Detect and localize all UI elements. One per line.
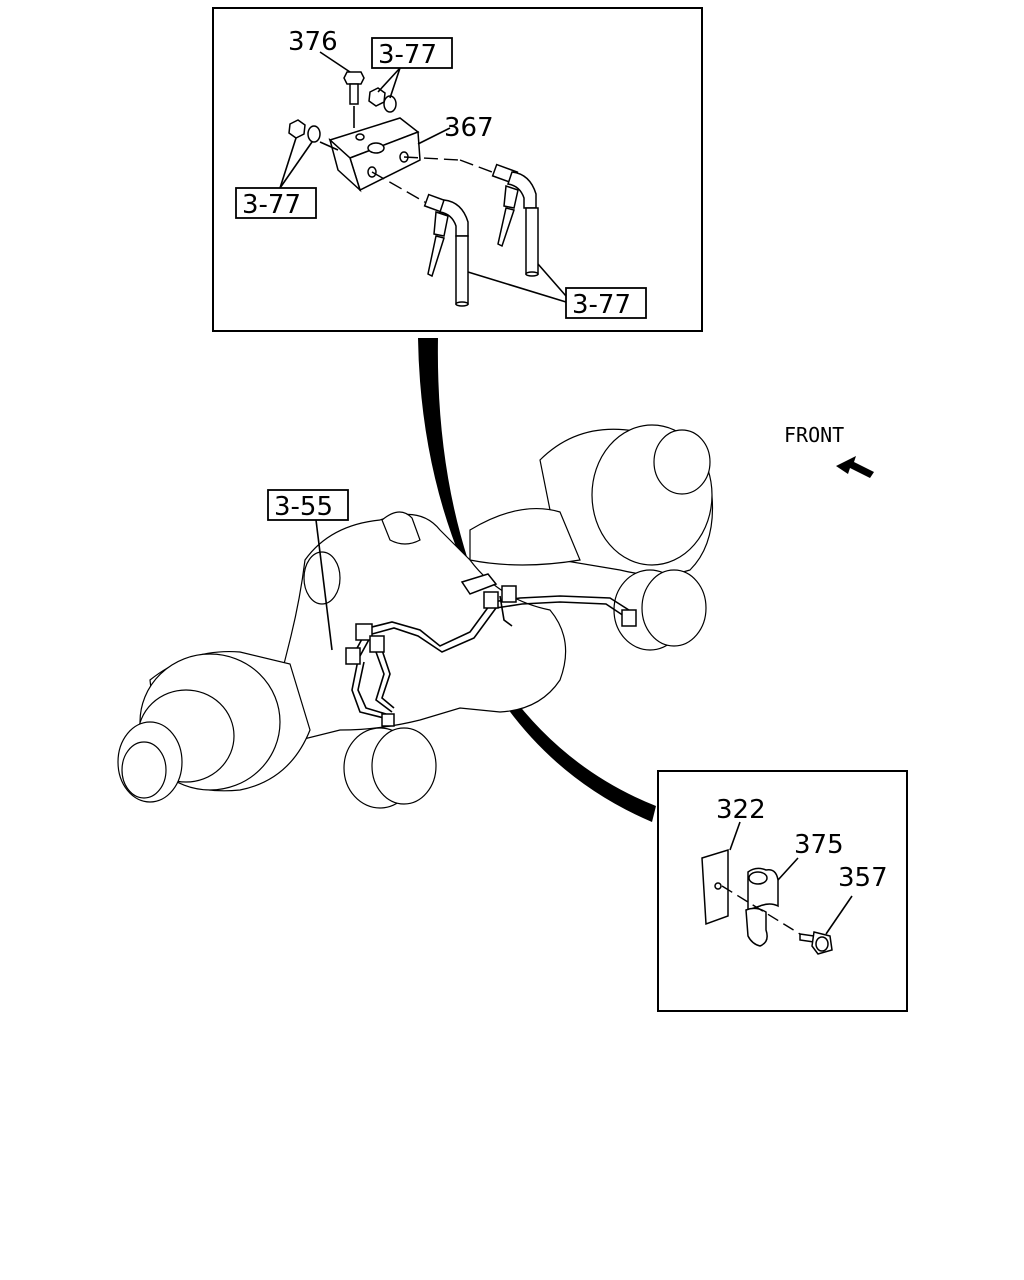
callout-curve-top — [418, 338, 468, 562]
ref-3-77-upper: 3-77 — [378, 40, 437, 70]
axle-assembly — [117, 424, 714, 809]
ref-3-55: 3-55 — [274, 492, 333, 522]
front-label: FRONT — [784, 423, 844, 447]
ref-3-77-bottom: 3-77 — [572, 290, 631, 320]
ref-box-3-55 — [267, 489, 349, 521]
bottom-inset: 322 375 357 — [657, 770, 908, 1012]
part-367-label: 367 — [444, 113, 494, 143]
nut-washer-left — [288, 119, 321, 143]
part-375-label: 375 — [794, 830, 844, 860]
hose-fitting-lower — [423, 193, 469, 307]
clip-375 — [745, 867, 779, 947]
part-322-label: 322 — [716, 795, 766, 825]
ref-box-left — [235, 187, 317, 219]
hose-fitting-upper — [491, 163, 539, 277]
part-357-label: 357 — [838, 863, 888, 893]
part-376-label: 376 — [288, 27, 338, 57]
ref-box-upper — [371, 37, 453, 69]
ref-box-bottom — [565, 287, 647, 319]
front-arrow-icon — [836, 456, 874, 478]
bolt-357 — [799, 931, 833, 955]
leader-367 — [417, 127, 451, 145]
top-inset: 376 3-77 367 3-77 — [212, 7, 703, 332]
nut-washer-upper — [368, 87, 397, 113]
bolt-376 — [343, 71, 365, 128]
leader-376 — [319, 51, 351, 73]
ref-3-77-left: 3-77 — [242, 190, 301, 220]
callout-curve-bottom — [470, 640, 656, 822]
